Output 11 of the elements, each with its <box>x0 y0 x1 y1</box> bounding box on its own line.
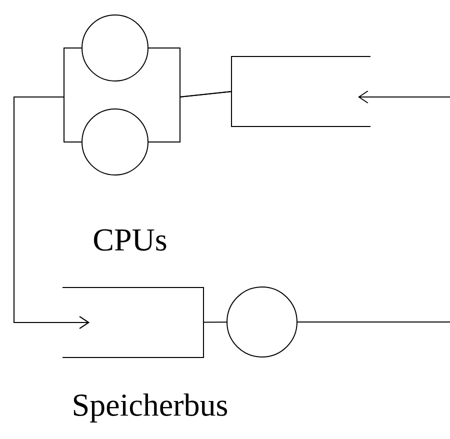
connector-line <box>358 90 450 104</box>
connector-line <box>203 322 227 323</box>
queue-box <box>62 287 204 358</box>
server-circle <box>226 286 298 358</box>
connector-line <box>148 91 232 142</box>
queue-box <box>231 56 371 127</box>
connector-line <box>14 96 90 329</box>
label: CPUs <box>94 229 166 251</box>
label: Speicherbus <box>74 394 228 422</box>
server-circle <box>82 108 148 176</box>
server-circle <box>82 14 148 82</box>
